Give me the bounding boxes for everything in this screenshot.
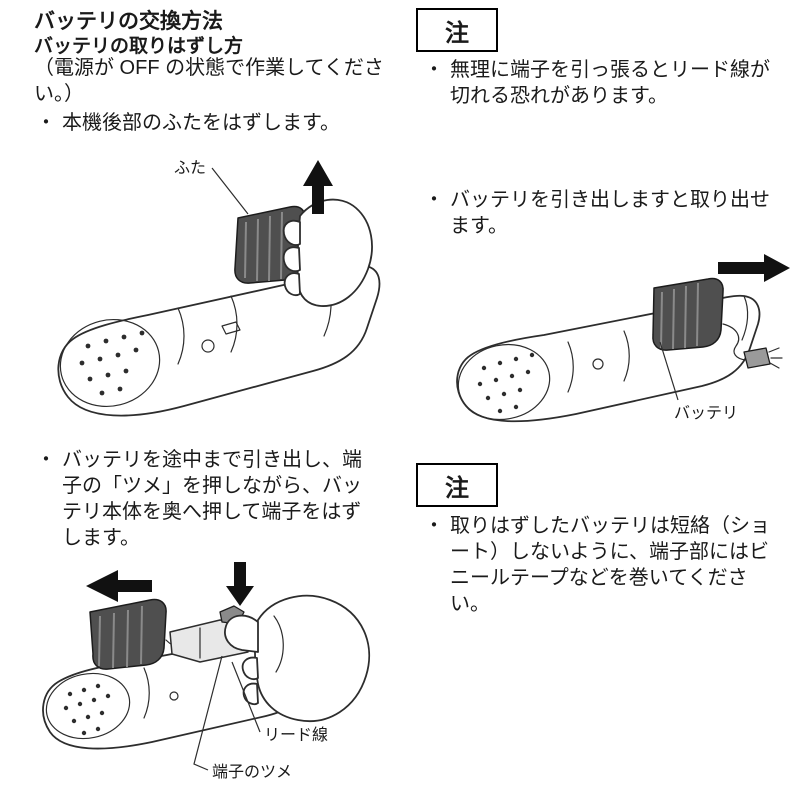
bullet-marker: ・ (424, 189, 444, 211)
battery-leader-line (659, 341, 679, 401)
step-remove-terminal-text: バッテリを途中まで引き出し、端子の「ツメ」を押しながら、バッテリ本体を奥へ押して… (62, 449, 362, 549)
bullet-marker: ・ (424, 59, 444, 81)
label-lid: ふた (174, 159, 206, 177)
label-battery: バッテリ (674, 405, 738, 422)
section-subtitle: バッテリの取りはずし方 (34, 36, 244, 57)
battery-hatch (98, 605, 143, 669)
grill-dots (477, 352, 535, 414)
terminal-connector (743, 347, 771, 369)
note1-item-pull-warning-text: 無理に端子を引っ張るとリード線が切れる恐れがあります。 (450, 59, 770, 107)
speaker-grill (45, 672, 131, 740)
bullet-marker: ・ (36, 449, 56, 471)
note2-item-short-circuit: ・ 取りはずしたバッテリは短絡（ショート）しないように、端子部にはビニールテープ… (424, 513, 770, 617)
figure-pull-battery: バッテリ (428, 246, 794, 460)
lid-leader-line (211, 167, 249, 215)
connector-wires (768, 347, 783, 369)
speaker-grill (59, 318, 161, 408)
note-box-2: 注 (416, 463, 498, 507)
hand (282, 198, 373, 307)
step-remove-lid: ・ 本機後部のふたをはずします。 (36, 110, 388, 136)
claw-leader-line (193, 655, 223, 771)
illustration-press-claw: リード線 端子のツメ (42, 562, 371, 781)
lead-wire-leader-line (231, 661, 261, 733)
battery-shape (652, 277, 724, 351)
illustration-pull-battery: バッテリ (456, 254, 790, 423)
note-box-1: 注 (416, 8, 498, 52)
speaker-grill (457, 343, 551, 421)
lead-wire-shape (722, 323, 747, 361)
battery-hatch (660, 282, 699, 350)
grill-dots (63, 683, 111, 736)
grill-dots (79, 330, 145, 396)
arrow-right-icon (718, 254, 790, 282)
bullet-marker: ・ (36, 112, 56, 134)
power-off-note: （電源が OFF の状態で作業してください。） (34, 57, 384, 105)
step-remove-terminal: ・ バッテリを途中まで引き出し、端子の「ツメ」を押しながら、バッテリ本体を奥へ押… (36, 447, 376, 551)
arrow-left-icon (86, 570, 152, 602)
note1-item-pull-out-text: バッテリを引き出しますと取り出せます。 (450, 189, 770, 237)
illustration-remove-lid: ふた (57, 159, 381, 417)
note2-item-short-circuit-text: 取りはずしたバッテリは短絡（ショート）しないように、端子部にはビニールテープなど… (450, 515, 770, 615)
note-box-1-title: 注 (445, 19, 469, 47)
step-remove-lid-text: 本機後部のふたをはずします。 (62, 112, 340, 134)
label-terminal-claw: 端子のツメ (212, 763, 292, 781)
lid-hatch (244, 211, 283, 282)
note1-item-pull-warning: ・ 無理に端子を引っ張るとリード線が切れる恐れがあります。 (424, 57, 770, 109)
arrow-up-icon (303, 160, 333, 214)
label-lead-wire: リード線 (264, 726, 328, 744)
bullet-marker: ・ (424, 515, 444, 537)
note-box-2-title: 注 (445, 474, 469, 502)
note1-item-pull-out: ・ バッテリを引き出しますと取り出せます。 (424, 187, 770, 239)
figure-remove-lid: ふた (26, 150, 402, 442)
hand (224, 594, 371, 722)
figure-press-claw: リード線 端子のツメ (24, 556, 396, 800)
page-title: バッテリの交換方法 (34, 10, 223, 33)
arrow-down-icon (226, 562, 254, 606)
